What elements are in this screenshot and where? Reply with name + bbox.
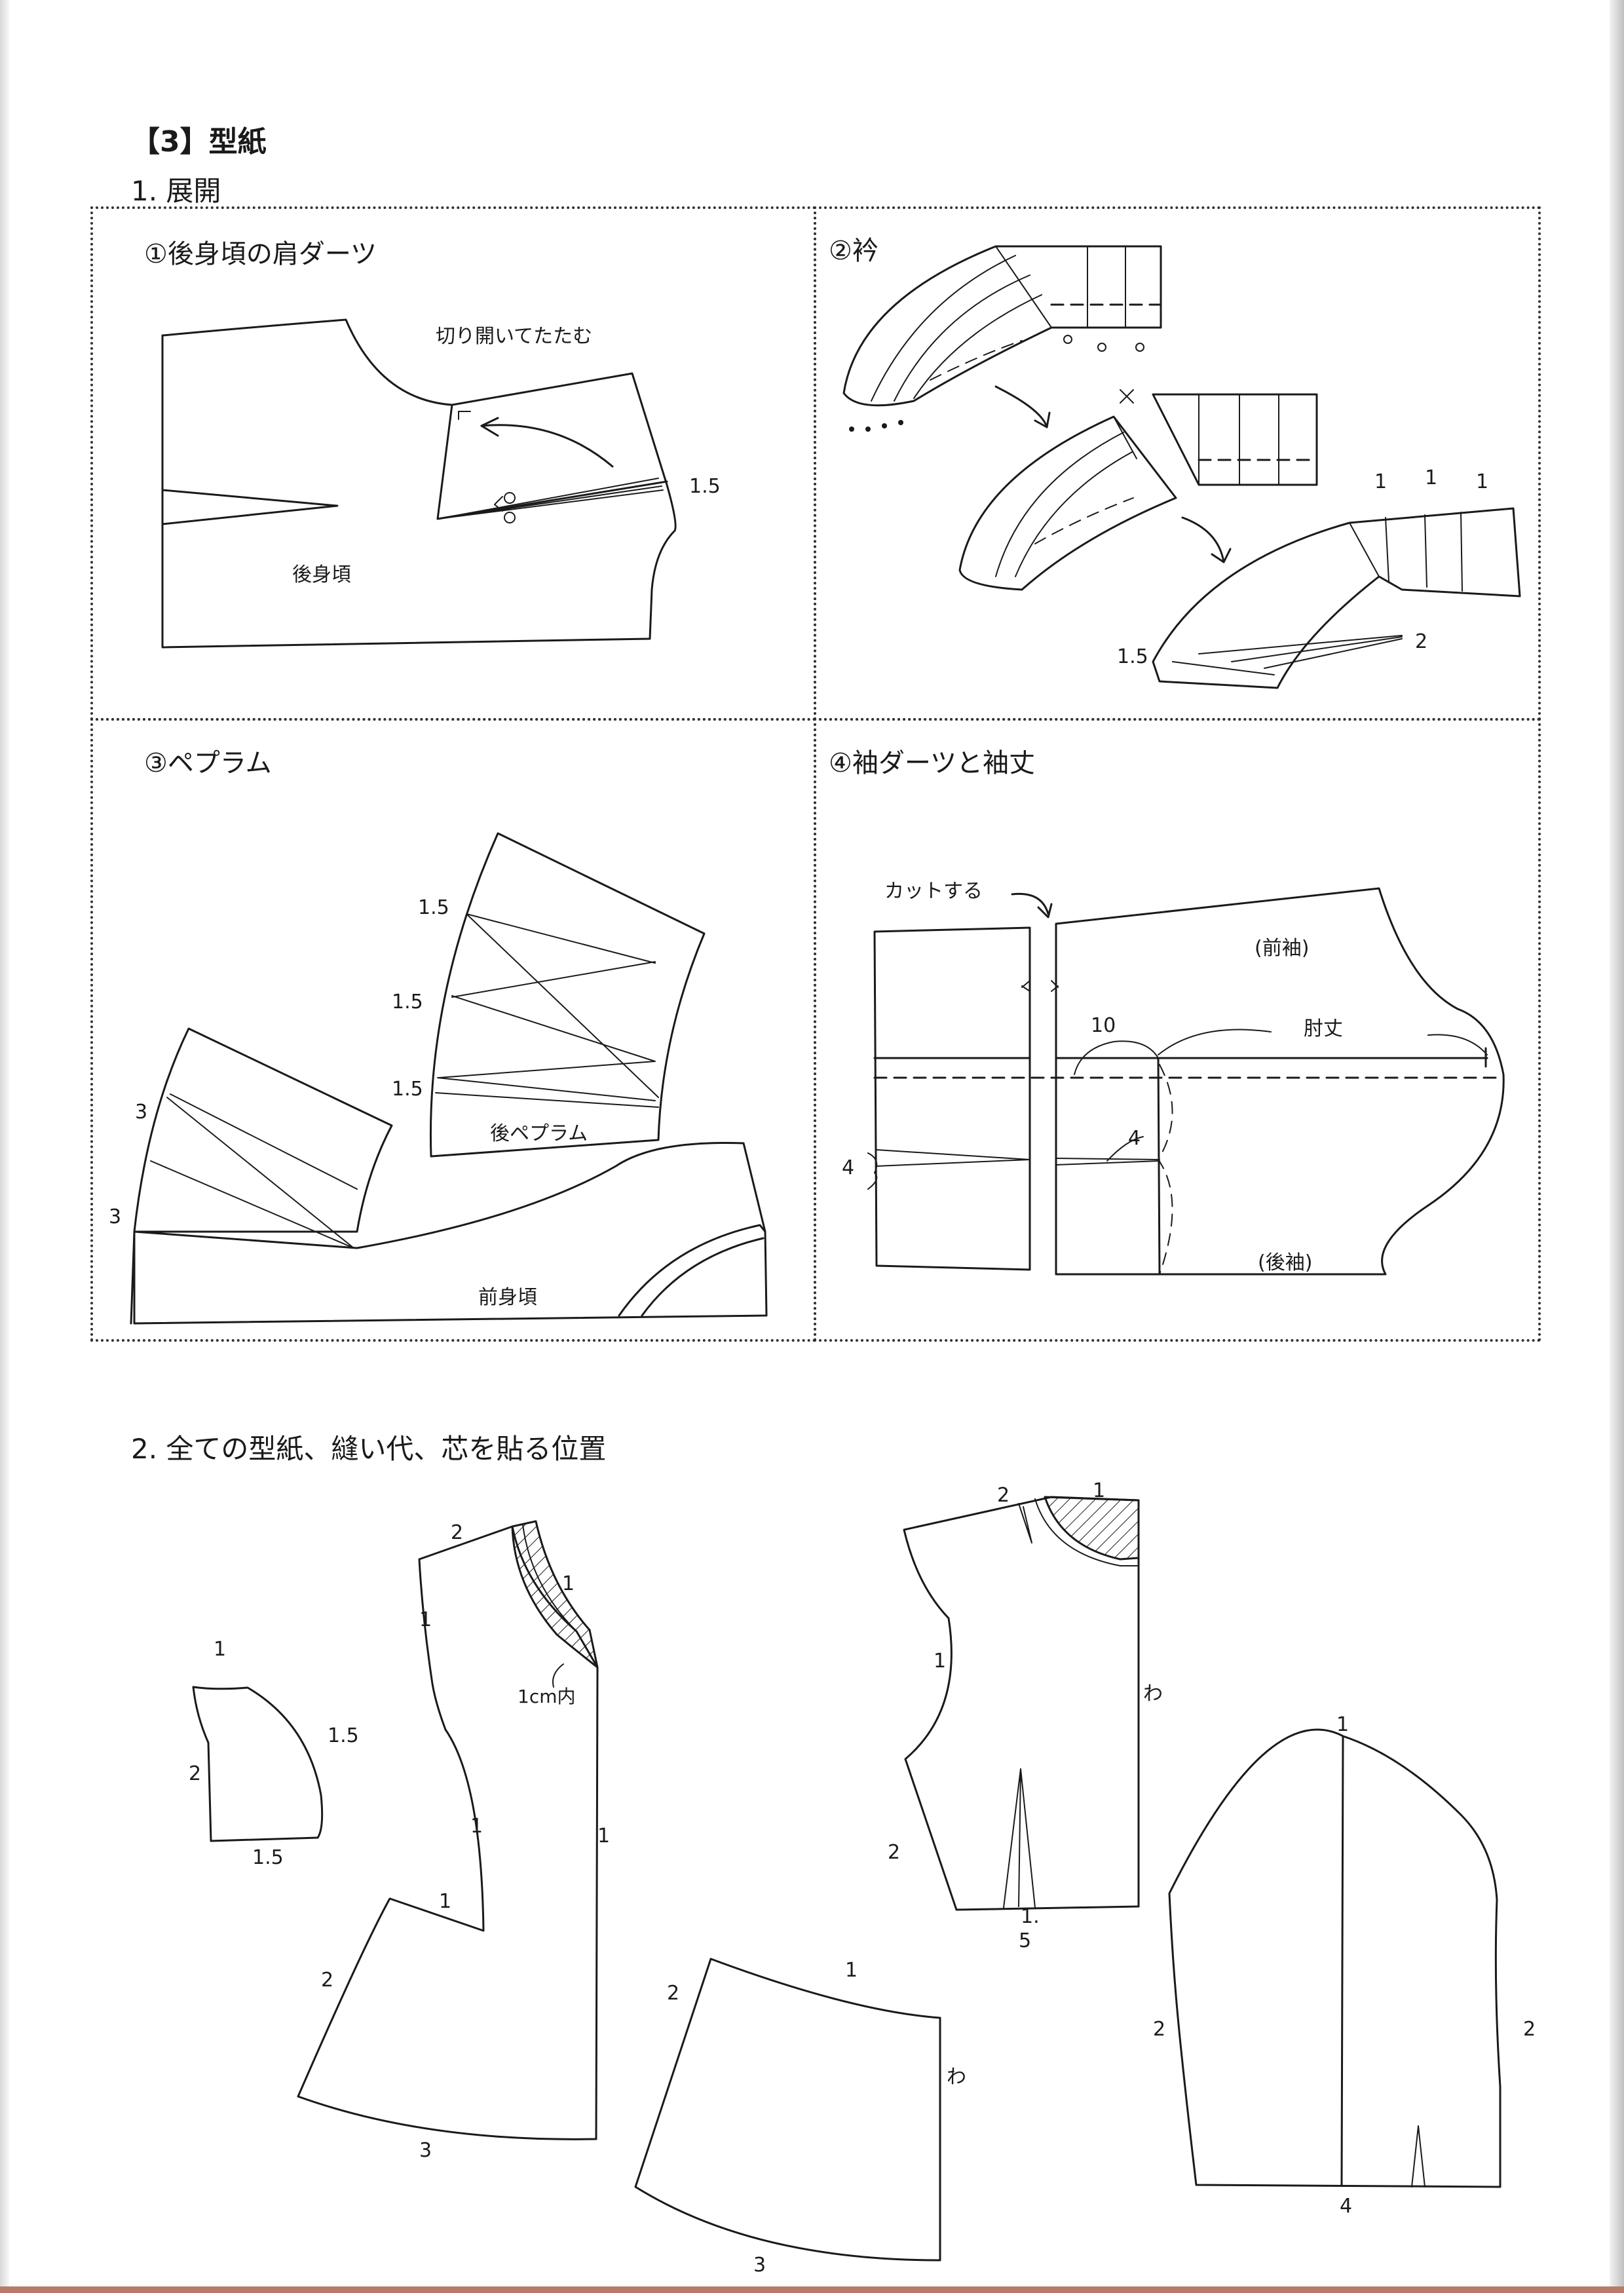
back-bodice-diagram <box>161 318 677 649</box>
peplum-piece-n2: 2 <box>667 1982 680 2005</box>
front-piece-n1-right: 1 <box>597 1825 611 1848</box>
back-piece-n15: 1. <box>1021 1905 1040 1928</box>
peplum-measure-15b: 1.5 <box>392 991 423 1014</box>
collar-piece-n1: 1 <box>214 1638 227 1661</box>
collar-num-1b: 1 <box>1425 466 1438 489</box>
peplum-measure-3b: 3 <box>109 1205 122 1228</box>
front-bodice-label: 前身頃 <box>478 1286 537 1309</box>
front-piece-n1-top: 1 <box>562 1572 575 1595</box>
shoulder-dart-instruction: 切り開いてたたむ <box>436 325 593 348</box>
peplum-diagram <box>130 832 768 1325</box>
collar-piece-n15b: 1.5 <box>252 1846 284 1869</box>
back-piece-n1-left: 1 <box>934 1650 947 1673</box>
page-title: 【3】型紙 <box>131 125 267 159</box>
sleeve-measure-4b: 4 <box>842 1156 855 1179</box>
shoulder-measure: 1.5 <box>689 475 721 498</box>
sleeve-measure-10: 10 <box>1091 1014 1116 1037</box>
section2-heading: 2. 全ての型紙、縫い代、芯を貼る位置 <box>131 1433 607 1465</box>
back-piece-fold: わ <box>1143 1682 1163 1705</box>
elbow-length-label: 肘丈 <box>1304 1017 1343 1040</box>
back-bodice-piece <box>903 1496 1140 1911</box>
collar-measure-15: 1.5 <box>1117 645 1148 668</box>
scan-edge-left <box>0 0 9 2293</box>
front-bodice-piece <box>297 1520 599 2140</box>
collar-diagram <box>842 245 1521 689</box>
back-piece-n1-top: 1 <box>1093 1479 1106 1502</box>
sleeve-piece-n1: 1 <box>1336 1713 1350 1736</box>
front-piece-n2-top: 2 <box>451 1521 464 1544</box>
peplum-piece <box>634 1958 941 2262</box>
peplum-measure-15a: 1.5 <box>418 896 449 919</box>
back-piece-n2-left: 2 <box>888 1841 901 1864</box>
panel2-title: ②衿 <box>829 236 878 266</box>
collar-piece <box>192 1686 324 1842</box>
back-piece-n5: 5 <box>1019 1929 1032 1952</box>
sleeve-piece <box>1168 1728 1501 2188</box>
sleeve-piece-n2-left: 2 <box>1153 2018 1166 2041</box>
back-peplum-label: 後ペプラム <box>490 1122 588 1145</box>
front-piece-n1-mid: 1 <box>470 1815 483 1838</box>
front-sleeve-label: (前袖) <box>1255 937 1310 960</box>
peplum-piece-fold: わ <box>947 2066 966 2089</box>
panel3-title: ③ペプラム <box>144 748 272 778</box>
cut-label: カットする <box>884 880 983 903</box>
scan-edge-bottom <box>0 2286 1624 2293</box>
collar-num-1c: 1 <box>1476 470 1489 493</box>
panel4-title: ④袖ダーツと袖丈 <box>829 748 1036 778</box>
front-piece-n3: 3 <box>419 2139 432 2162</box>
sleeve-piece-n2-right: 2 <box>1523 2018 1536 2041</box>
sleeve-diagram <box>867 887 1505 1276</box>
sleeve-measure-4a: 4 <box>1128 1127 1141 1150</box>
back-piece-n2-top: 2 <box>997 1484 1010 1507</box>
scan-edge-right <box>1610 0 1624 2293</box>
front-piece-n1-left: 1 <box>419 1608 432 1631</box>
collar-piece-n15a: 1.5 <box>328 1724 359 1747</box>
peplum-measure-3a: 3 <box>135 1101 148 1124</box>
front-piece-n1-notch: 1 <box>439 1890 452 1913</box>
peplum-piece-n3: 3 <box>753 2254 766 2277</box>
peplum-measure-15c: 1.5 <box>392 1078 423 1101</box>
panel1-title: ①後身頃の肩ダーツ <box>144 239 377 269</box>
panel-sleeve <box>814 718 1541 1342</box>
sleeve-piece-n4: 4 <box>1340 2195 1353 2218</box>
collar-num-1a: 1 <box>1374 470 1388 493</box>
front-piece-n2-left: 2 <box>321 1969 334 1992</box>
back-bodice-label: 後身頃 <box>292 563 351 586</box>
collar-piece-n2: 2 <box>189 1762 202 1785</box>
back-sleeve-label: (後袖) <box>1258 1251 1313 1274</box>
section1-heading: 1. 展開 <box>131 175 221 207</box>
front-piece-interfacing-note: 1cm内 <box>518 1686 576 1707</box>
collar-measure-2: 2 <box>1415 630 1428 653</box>
peplum-piece-n1: 1 <box>845 1959 858 1982</box>
